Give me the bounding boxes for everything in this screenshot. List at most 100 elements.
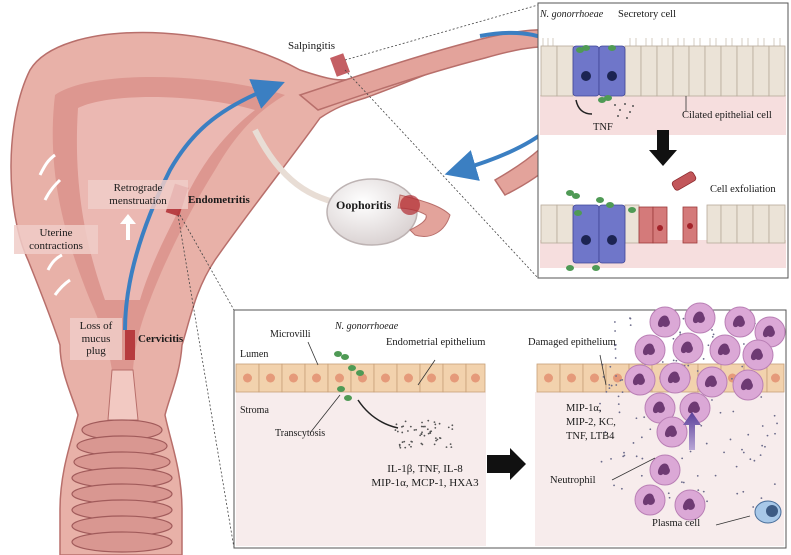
neutrophil-nucleus: [732, 315, 745, 328]
cytokine-dot: [421, 443, 424, 446]
plasma-cell: [754, 500, 782, 524]
mucus-plug-tag: Loss of mucus plug: [70, 318, 122, 360]
ciliated-cells-bottom: [540, 204, 786, 244]
chemokine-dot: [605, 391, 608, 393]
tube-n-gonorrhoeae-label: N. gonorrhoeae: [540, 9, 604, 20]
damaged-epithelium-label: Damaged epithelium: [528, 337, 616, 348]
cytokine-dot: [402, 425, 405, 428]
cervical-canal: [107, 369, 139, 421]
cytokine-dot: [420, 425, 423, 428]
cytokine-dot: [438, 422, 441, 425]
chemokine-dot: [615, 375, 617, 377]
chemokine-dot: [621, 391, 624, 394]
chemokine-dot: [643, 416, 646, 419]
neutrophil-nucleus: [632, 373, 645, 386]
cell-nucleus: [590, 373, 599, 383]
neutrophil-nucleus: [667, 371, 680, 384]
chemokine-dot: [732, 410, 735, 413]
chemokine-dot: [599, 409, 601, 412]
bacteria-bottom: [566, 190, 636, 271]
chemokine-dot: [681, 457, 684, 460]
cytokine-dot: [413, 429, 416, 431]
chemokine-dot: [614, 357, 617, 359]
cell-nucleus: [771, 373, 780, 383]
chemokines-line2: MIP-2, KC,: [566, 417, 616, 428]
secretory-cells-bottom: [572, 204, 626, 264]
cytokine-dot: [449, 443, 452, 445]
chemokine-dot: [742, 490, 745, 493]
tnf-release-arrow: [575, 99, 593, 115]
stroma-label: Stroma: [240, 405, 269, 416]
chemokine-dot: [776, 422, 778, 425]
chemokine-dot: [687, 364, 690, 367]
tnf-label: TNF: [593, 122, 613, 133]
neutrophil-nucleus: [682, 498, 695, 511]
neutrophil-nucleus: [642, 343, 655, 356]
cytokines-line2: MIP-1α, MCP-1, HXA3: [371, 477, 479, 489]
neutrophil-nucleus: [740, 378, 753, 391]
bacteria-endometrium: [334, 351, 364, 401]
chemokine-dot: [760, 497, 763, 500]
neutrophil-nucleus: [692, 311, 705, 324]
chemokine-dot: [764, 445, 766, 448]
chemokine-dot: [774, 432, 776, 435]
chemokine-dot: [749, 458, 752, 461]
chemokine-dot: [679, 331, 682, 334]
chemokine-dot: [672, 337, 675, 340]
cytokine-dot: [404, 446, 407, 449]
chemokine-dot: [742, 451, 745, 454]
cytokine-dot: [415, 428, 418, 431]
chemokine-dot: [741, 448, 743, 451]
inflammation-arrow: [487, 448, 526, 480]
bacteria-top: [576, 45, 616, 103]
chemokine-dot: [731, 377, 733, 380]
chemokine-dot: [610, 384, 613, 387]
cytokine-dot: [421, 421, 423, 424]
plasma-cell-label: Plasma cell: [652, 518, 701, 529]
transcytosis-label: Transcytosis: [275, 428, 326, 439]
exfoliated-cell: [671, 171, 697, 191]
chemokine-dot: [706, 500, 708, 503]
chemokine-dot: [700, 424, 703, 427]
cell-nucleus: [567, 373, 576, 383]
cell-nucleus: [450, 373, 459, 383]
neutrophil-nucleus: [704, 375, 717, 388]
chemokine-dot: [623, 454, 626, 457]
neutrophil-nucleus: [652, 401, 665, 414]
cell-nucleus: [312, 373, 321, 383]
cytokine-dot: [395, 423, 398, 426]
chemokine-dot: [641, 457, 644, 460]
chemokine-dot: [635, 417, 638, 420]
cytokine-dot: [410, 445, 412, 448]
chemokine-dot: [632, 442, 635, 444]
mucus-label-line1: Loss of: [79, 320, 113, 332]
cell-nucleus: [381, 373, 390, 383]
cell-nucleus: [289, 373, 298, 383]
ascending-infection-arrow: [123, 79, 285, 331]
endometrium-panel: [233, 302, 787, 549]
chemokine-dot: [712, 333, 715, 336]
chemokine-dot: [649, 428, 652, 431]
salpingitis-site: [330, 53, 350, 77]
chemokine-dot: [760, 396, 763, 398]
cell-nucleus: [471, 373, 480, 383]
endometritis-label: Endometritis: [188, 194, 250, 206]
neutrophil-nucleus: [687, 401, 700, 414]
cell-nucleus: [266, 373, 275, 383]
cytokine-dot: [451, 428, 454, 430]
endometrial-epithelium-label: Endometrial epithelium: [386, 337, 486, 348]
uterine-label-line2: contractions: [29, 239, 83, 252]
chemokine-dot: [609, 365, 612, 368]
chemokine-dot: [668, 496, 671, 499]
cytokine-dot: [401, 441, 404, 444]
cytokine-dot: [447, 426, 450, 429]
chemokine-dot: [689, 450, 692, 453]
chemokine-dot: [702, 358, 705, 360]
chemokine-dot: [741, 365, 744, 368]
chemokine-dot: [621, 378, 624, 381]
neutrophil-nucleus: [762, 325, 775, 338]
cytokine-dot: [429, 432, 432, 435]
mucus-label-line3: plug: [86, 345, 106, 358]
chemokine-dot: [702, 490, 705, 493]
chemokine-dot: [629, 324, 632, 327]
